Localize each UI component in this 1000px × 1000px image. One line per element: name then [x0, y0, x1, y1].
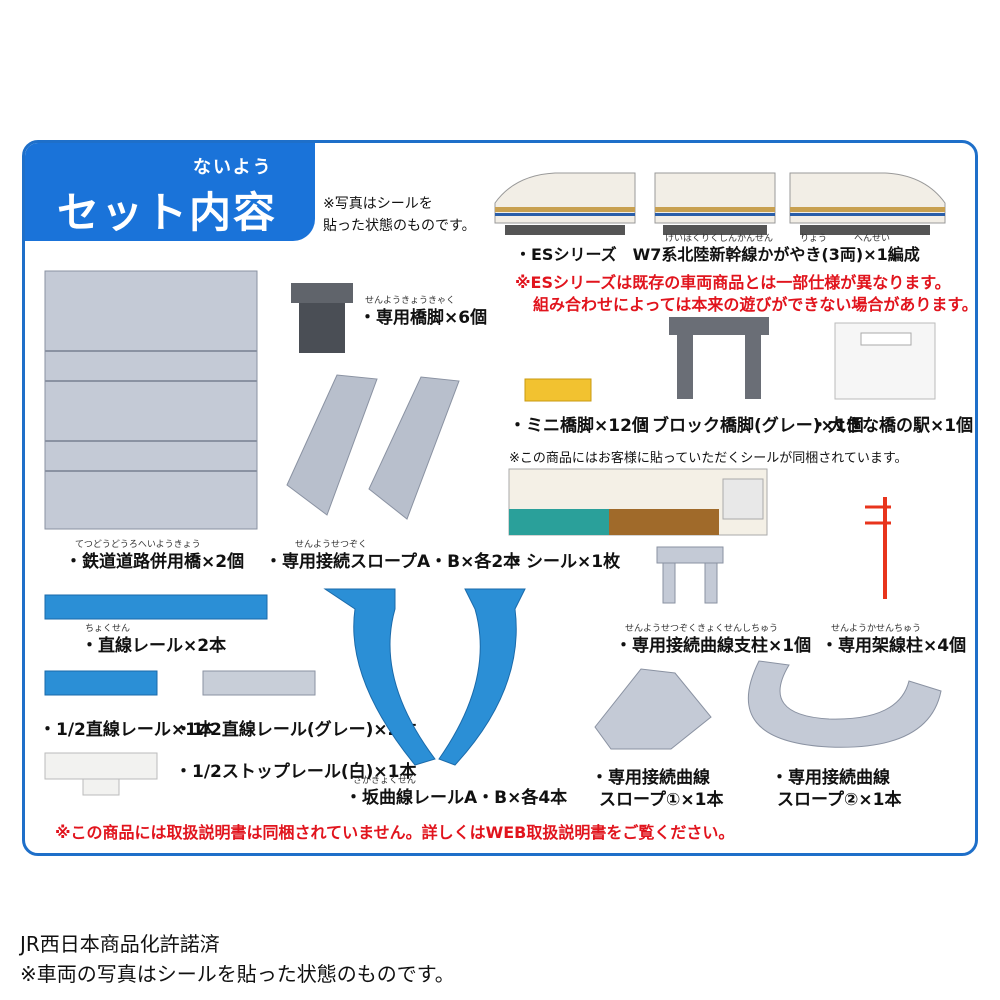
straight-ruby: ちょくせん	[85, 624, 131, 634]
curve-ab-ruby: さかきょくせん	[353, 776, 417, 786]
curve-rail-ab-image	[323, 588, 526, 766]
half-rail-label: ・1/2直線レール×1本	[39, 720, 214, 740]
straight-rail-label: ・直線レール×2本	[81, 636, 227, 656]
slope2-image	[747, 660, 942, 748]
bridge-ruby: てつどうどうろへいようきょう	[75, 540, 201, 550]
support-ruby: せんようせつぞくきょくせんしちゅう	[625, 624, 779, 634]
slope1-label-1: ・専用接続曲線	[591, 768, 710, 788]
slope1-label-2: スロープ①×1本	[599, 790, 724, 810]
support-pillar-label: ・専用接続曲線支柱×1個	[615, 636, 812, 656]
es-warning-1: ※ESシリーズは既存の車両商品とは一部仕様が異なります。	[515, 273, 951, 292]
stop-rail-image	[44, 752, 158, 796]
bridge-image	[44, 270, 258, 530]
panel-title: セット内容	[57, 188, 278, 237]
train-car-1	[494, 172, 636, 235]
slope-ab-image	[286, 374, 460, 520]
mini-pier-image	[524, 378, 592, 402]
slope-ab-ruby: せんようせつぞく	[295, 540, 368, 550]
bridge-label: ・鉄道道路併用橋×2個	[65, 552, 245, 572]
mini-pier-label: ・ミニ橋脚×12個	[509, 416, 649, 436]
sticker-label: ・シール×1枚	[509, 552, 621, 572]
manual-note: ※この商品には取扱説明書は同梱されていません。詳しくはWEB取扱説明書をご覧くだ…	[55, 823, 735, 842]
station-label: ・大きな橋の駅×1個	[811, 416, 974, 436]
train-label: ・ESシリーズ W7系北陸新幹線かがやき(3両)×1編成	[515, 245, 920, 264]
pier-label: ・専用橋脚×6個	[359, 308, 488, 328]
catenary-image	[865, 497, 891, 599]
photo-disclaimer: ※車両の写真はシールを貼った状態のものです。	[20, 962, 455, 986]
slope2-label-1: ・専用接続曲線	[771, 768, 890, 788]
pier-image	[291, 283, 353, 353]
half-gray-rail-label: ・1/2直線レール(グレー)×2本	[175, 720, 417, 740]
train-car-3	[789, 172, 946, 235]
set-contents-panel: ないよう セット内容 ※写真はシールを 貼った状態のものです。 けいほくりくしん…	[22, 140, 978, 856]
sticker-note: ※この商品にはお客様に貼っていただくシールが同梱されています。	[509, 451, 908, 466]
catenary-ruby: せんようかせんちゅう	[831, 624, 922, 634]
sticker-image	[508, 468, 768, 536]
title-ruby: ないよう	[193, 157, 273, 178]
slope2-label-2: スロープ②×1本	[777, 790, 902, 810]
license-text: JR西日本商品化許諾済	[20, 932, 220, 956]
photo-note-2: 貼った状態のものです。	[323, 218, 476, 234]
station-image	[834, 322, 936, 400]
photo-note-1: ※写真はシールを	[323, 196, 433, 212]
train-ruby: けいほくりくしんかんせん りょう へんせい	[665, 234, 891, 244]
train-image	[494, 172, 946, 235]
pier-ruby: せんようきょうきゃく	[365, 296, 456, 306]
straight-rail-image	[44, 594, 268, 620]
es-warning-2: 組み合わせによっては本来の遊びができない場合があります。	[533, 295, 978, 314]
half-gray-rail-image	[202, 670, 316, 696]
title-tab: ないよう セット内容	[25, 143, 315, 241]
support-pillar-image	[656, 546, 724, 604]
curve-rail-ab-label: ・坂曲線レールA・B×各4本	[345, 788, 568, 808]
train-car-2	[654, 172, 776, 235]
catenary-label: ・専用架線柱×4個	[821, 636, 967, 656]
half-rail-image	[44, 670, 158, 696]
block-pier-label: ・ブロック橋脚(グレー)×1個	[635, 416, 864, 436]
slope1-image	[594, 668, 712, 750]
slope-ab-label: ・専用接続スロープA・B×各2本	[265, 552, 521, 572]
block-pier-image	[669, 317, 769, 399]
stop-rail-label: ・1/2ストップレール(白)×1本	[175, 762, 417, 782]
